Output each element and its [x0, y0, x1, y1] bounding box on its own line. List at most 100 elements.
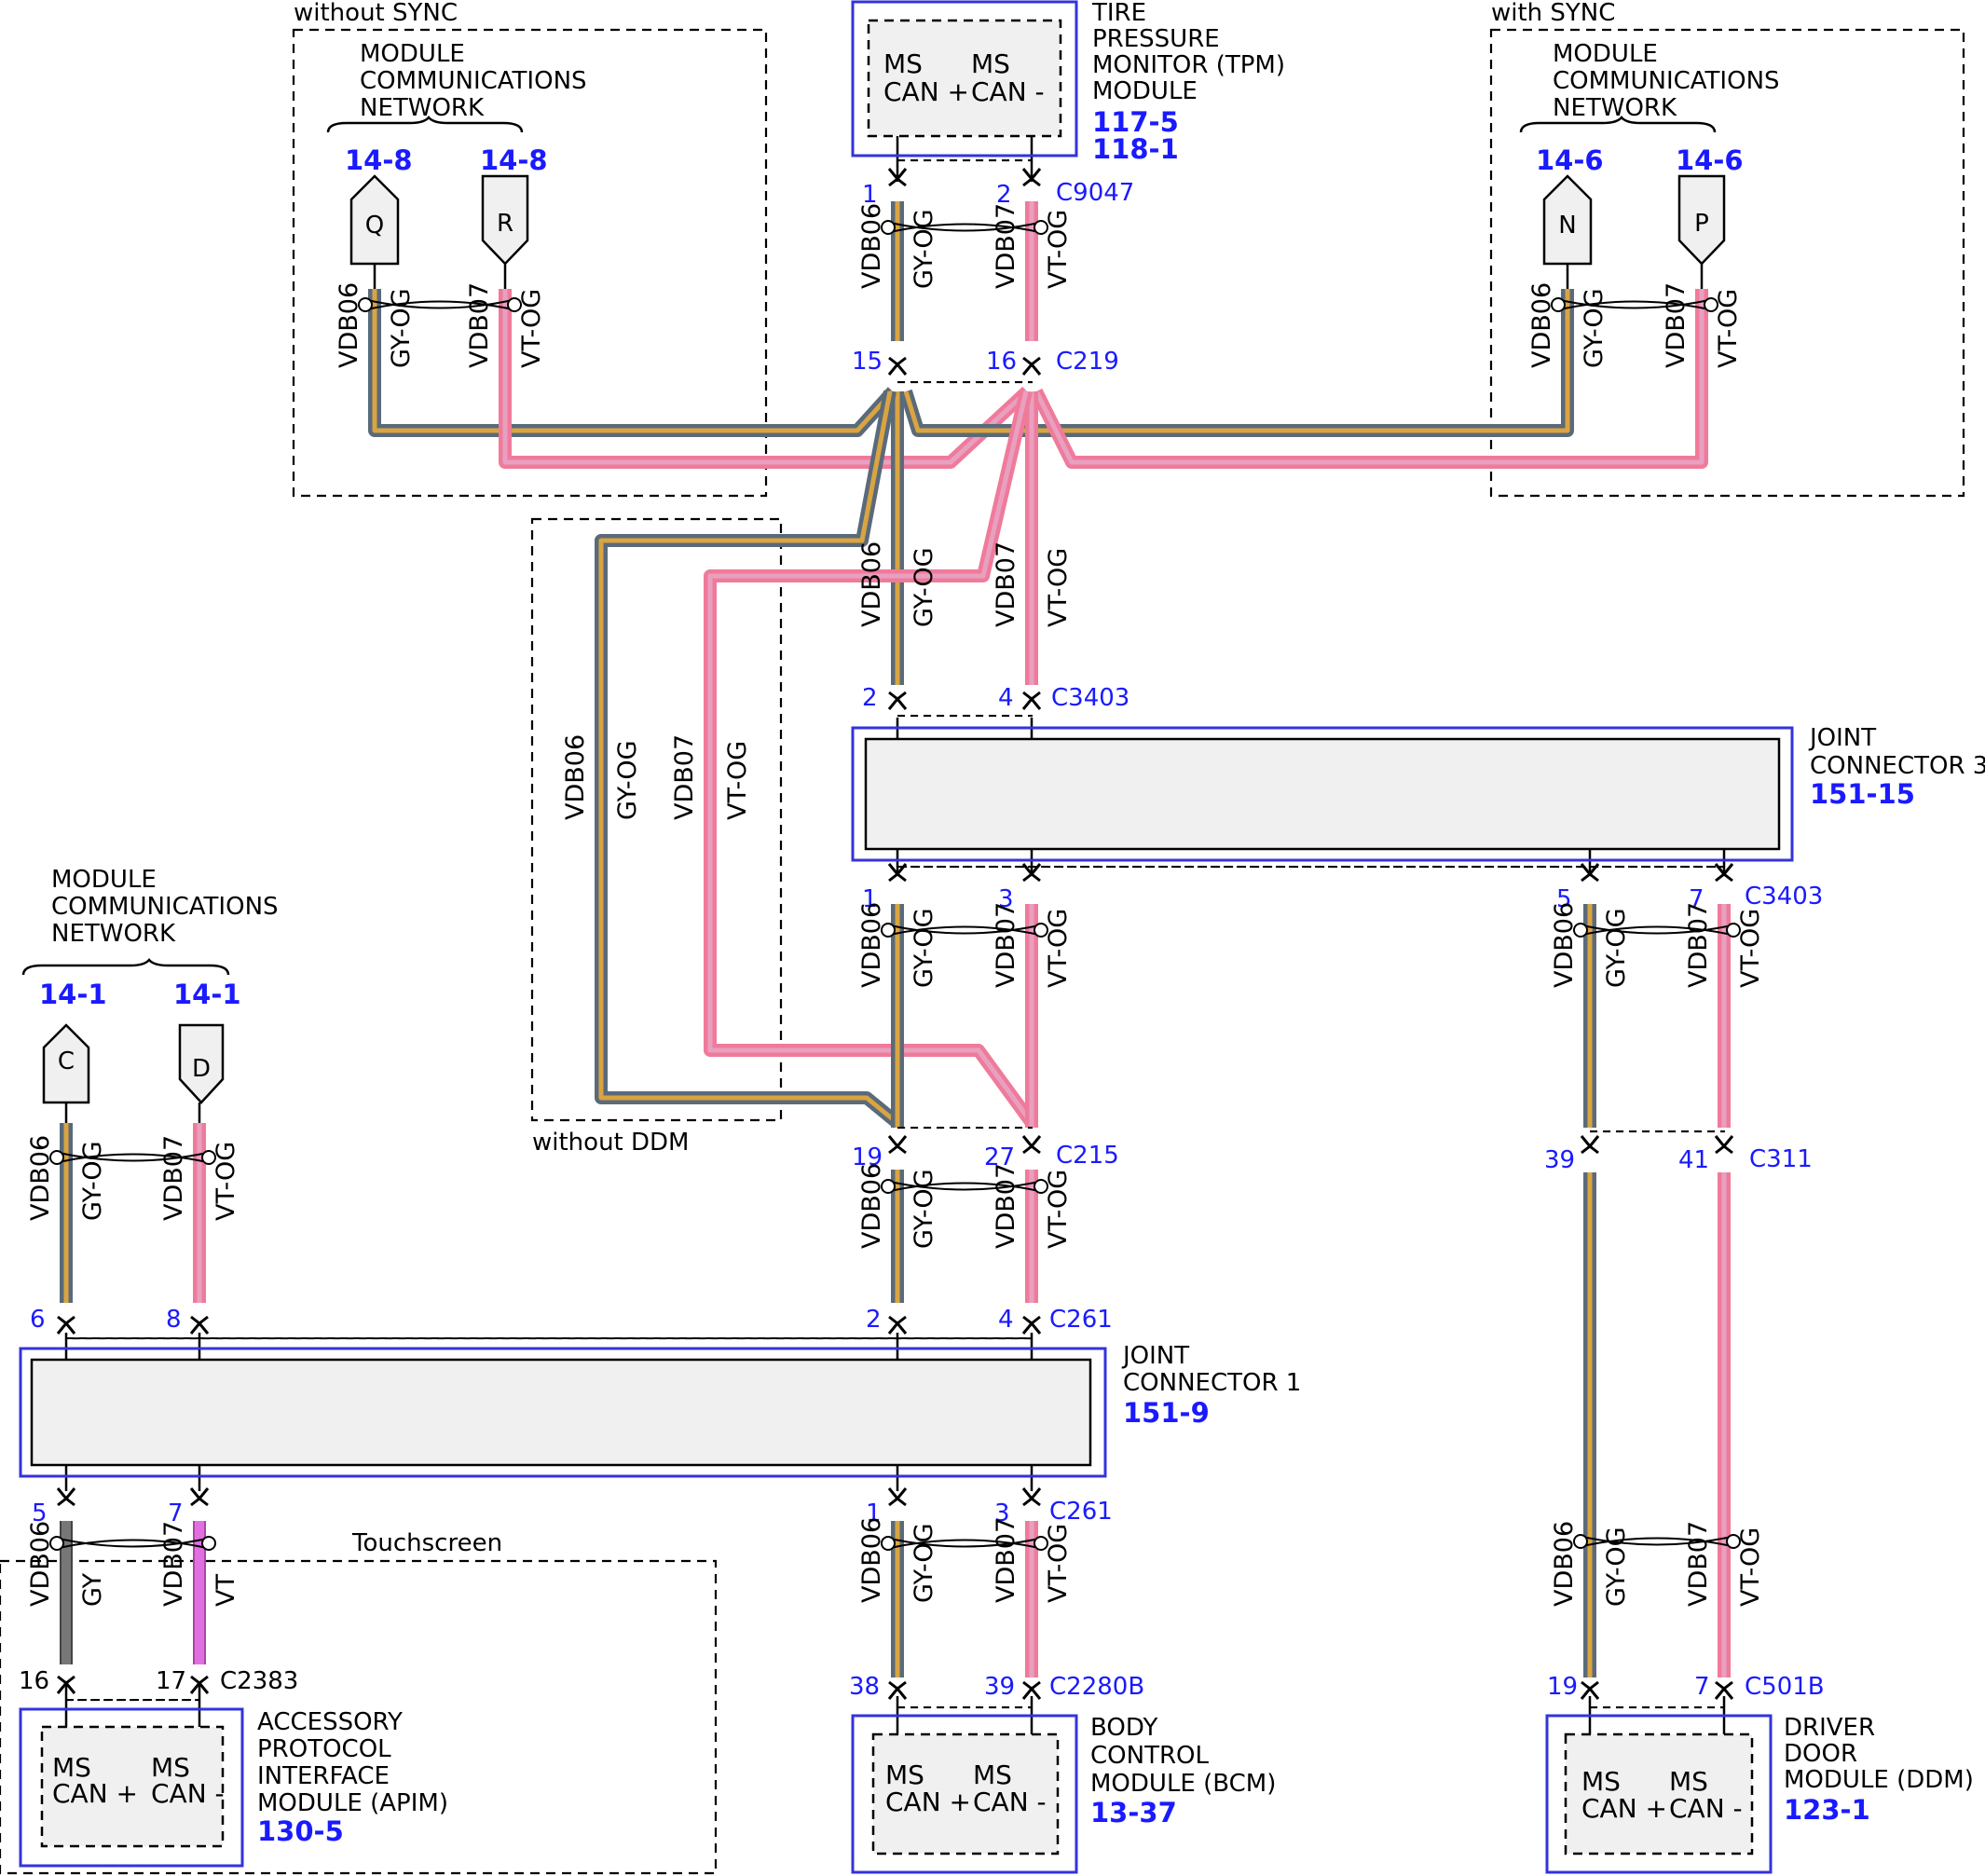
svg-text:R: R: [497, 210, 513, 238]
tag-c: C: [42, 1023, 90, 1104]
connector-c261-left: 6 8: [30, 1306, 182, 1334]
ddm-module[interactable]: MS MS CAN + CAN -: [1545, 1714, 1773, 1874]
twist-line: [1559, 299, 1710, 309]
svg-text:8: 8: [166, 1306, 182, 1334]
ref-117-5[interactable]: 117-5: [1092, 106, 1179, 138]
ref-13-37[interactable]: 13-37: [1090, 1797, 1177, 1828]
ref-14-1-c[interactable]: 14-1: [39, 979, 107, 1010]
twist-line: [58, 1152, 208, 1162]
pin-marker: [1714, 1680, 1734, 1700]
svg-text:CAN -: CAN -: [973, 1787, 1047, 1817]
svg-text:7: 7: [1689, 885, 1704, 913]
wire-label-gy: GY-OG: [910, 1523, 938, 1603]
twist-end: [1034, 1179, 1048, 1194]
svg-text:CONTROL: CONTROL: [1090, 1742, 1209, 1770]
twist-end: [507, 297, 522, 312]
ref-118-1[interactable]: 118-1: [1092, 133, 1179, 165]
ref-14-6-n[interactable]: 14-6: [1536, 144, 1604, 176]
svg-text:Q: Q: [365, 212, 384, 240]
twist-line: [889, 1181, 1040, 1191]
ref-130-5[interactable]: 130-5: [257, 1815, 344, 1847]
svg-text:4: 4: [998, 1306, 1014, 1334]
wire-label-gy: GY-OG: [910, 1169, 938, 1249]
joint-connector-3[interactable]: [851, 726, 1794, 862]
wire-label-gy: GY-OG: [910, 547, 938, 627]
twist-line: [366, 299, 513, 309]
pin-marker: [887, 1315, 908, 1335]
svg-text:16: 16: [19, 1667, 49, 1695]
ref-14-8-q[interactable]: 14-8: [345, 144, 413, 176]
svg-text:INTERFACE: INTERFACE: [257, 1762, 390, 1790]
ref-151-9[interactable]: 151-9: [1123, 1397, 1210, 1429]
wire-vdb07-sync-stripe: [1034, 289, 1704, 465]
twist-line: [58, 1153, 208, 1163]
svg-text:MODULE: MODULE: [1553, 40, 1658, 68]
wire-label-vdb07: VDB07: [1662, 282, 1691, 368]
svg-text:17: 17: [156, 1667, 186, 1695]
ref-14-8-r[interactable]: 14-8: [480, 144, 548, 176]
wire-vdb07-bypass-stripe: [707, 390, 1034, 1125]
wire-label-vt: VT-OG: [1044, 909, 1073, 988]
svg-text:MS: MS: [883, 48, 923, 79]
pin-marker: [887, 168, 908, 187]
wire-label-vt: VT-OG: [723, 741, 752, 820]
pin-marker: [1021, 1315, 1042, 1335]
svg-text:D: D: [192, 1055, 211, 1083]
svg-text:MS: MS: [973, 1760, 1012, 1790]
ref-14-6-p[interactable]: 14-6: [1676, 144, 1744, 176]
connector-c9047: 1 2 C9047: [862, 179, 1134, 209]
pin-marker: [1714, 863, 1734, 883]
apim-module[interactable]: MS MS CAN + CAN -: [19, 1707, 244, 1868]
svg-text:DOOR: DOOR: [1784, 1740, 1857, 1768]
svg-text:CAN +: CAN +: [885, 1787, 971, 1817]
svg-text:MS: MS: [1669, 1766, 1708, 1797]
ref-151-15[interactable]: 151-15: [1810, 778, 1915, 810]
pin-marker: [1580, 1680, 1600, 1700]
svg-text:C261: C261: [1049, 1498, 1113, 1526]
svg-text:19: 19: [852, 1143, 883, 1171]
without-ddm-label: without DDM: [532, 1129, 689, 1157]
svg-text:39: 39: [984, 1673, 1015, 1701]
svg-text:CONNECTOR 1: CONNECTOR 1: [1123, 1369, 1301, 1397]
twist-line: [889, 1539, 1040, 1549]
pin-marker: [56, 1315, 76, 1335]
wire-label-vt: VT-OG: [517, 289, 546, 368]
connector-c261-top: 2 4 C261: [866, 1306, 1113, 1334]
pin-marker: [1021, 1680, 1042, 1700]
svg-text:16: 16: [986, 348, 1017, 376]
twist-end: [881, 220, 896, 235]
svg-text:MONITOR (TPM): MONITOR (TPM): [1092, 51, 1285, 79]
svg-text:5: 5: [32, 1499, 48, 1527]
svg-text:C9047: C9047: [1056, 179, 1134, 207]
wire-label-vdb06: VDB06: [857, 902, 886, 988]
ref-123-1[interactable]: 123-1: [1784, 1794, 1870, 1826]
joint-connector-1[interactable]: [19, 1347, 1107, 1478]
connector-c215: 19 27 C215: [852, 1142, 1119, 1171]
svg-text:C2280B: C2280B: [1049, 1673, 1144, 1701]
svg-text:PRESSURE: PRESSURE: [1092, 25, 1220, 53]
svg-text:MS: MS: [52, 1752, 91, 1783]
network-title-without-sync: MODULE COMMUNICATIONS NETWORK: [326, 40, 587, 133]
bcm-module[interactable]: MS MS CAN + CAN -: [851, 1714, 1078, 1874]
svg-text:4: 4: [998, 684, 1014, 712]
pin-marker: [1021, 168, 1042, 187]
without-ddm-box: [530, 517, 783, 1122]
svg-text:C3403: C3403: [1051, 684, 1129, 712]
svg-text:C311: C311: [1749, 1145, 1813, 1173]
svg-text:2: 2: [996, 181, 1012, 209]
twist-end: [1573, 1534, 1588, 1549]
twist-end: [358, 297, 373, 312]
svg-text:CAN -: CAN -: [971, 76, 1045, 107]
pin-marker: [1580, 1135, 1600, 1155]
twist-end: [201, 1536, 216, 1551]
svg-text:COMMUNICATIONS: COMMUNICATIONS: [1553, 67, 1780, 95]
twist-end: [1551, 297, 1566, 312]
svg-text:3: 3: [998, 885, 1014, 913]
tpm-module[interactable]: MS MS CAN + CAN -: [851, 0, 1078, 157]
jc3-label: JOINT CONNECTOR 3 151-15: [1808, 724, 1985, 810]
ref-14-1-d[interactable]: 14-1: [173, 979, 241, 1010]
twist-line: [58, 1539, 208, 1549]
svg-text:39: 39: [1544, 1146, 1575, 1174]
pin-marker: [1021, 1487, 1042, 1507]
